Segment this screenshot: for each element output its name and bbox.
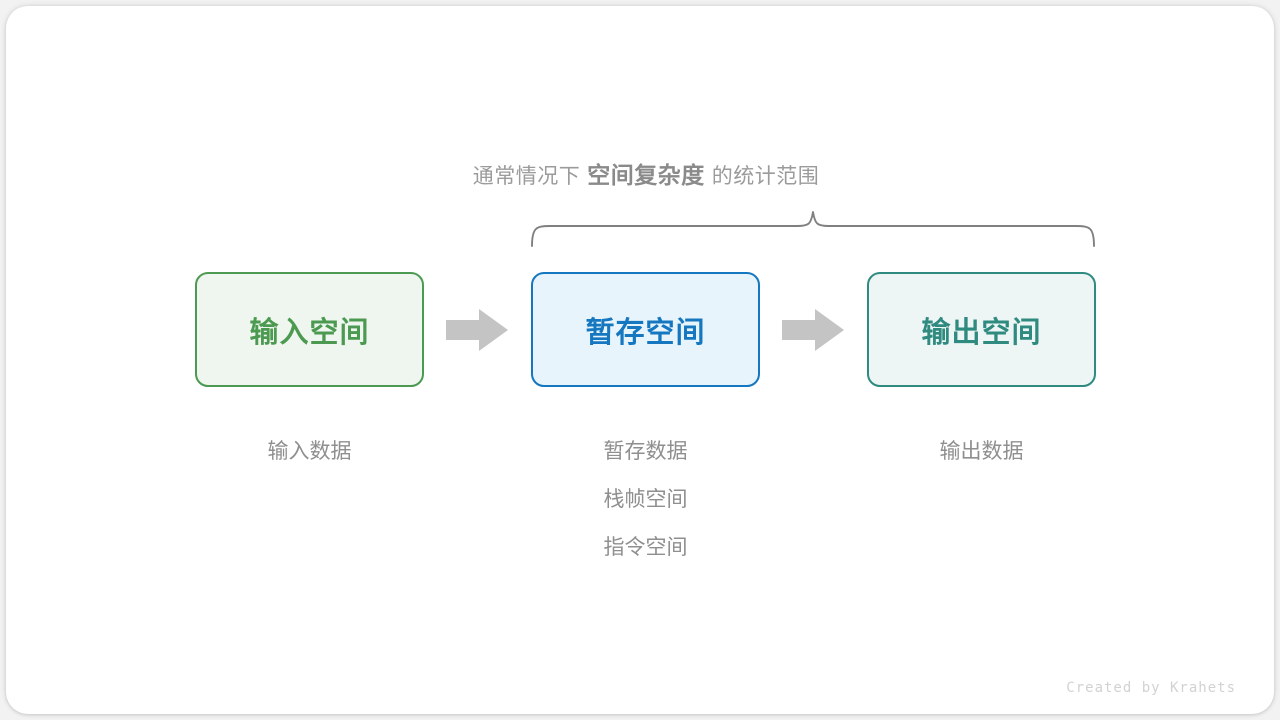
box-temp-space[interactable]: 暂存空间 xyxy=(531,272,760,387)
caption-output-space: 输出数据 xyxy=(867,428,1096,476)
box-output-space-label: 输出空间 xyxy=(921,316,1042,349)
caption-input-space: 输入数据 xyxy=(195,428,424,476)
caption-line: 输入数据 xyxy=(267,440,352,463)
curly-brace-icon xyxy=(531,211,1095,247)
caption-line: 输出数据 xyxy=(939,440,1024,463)
box-temp-space-label: 暂存空间 xyxy=(585,316,706,349)
brace-title: 通常情况下空间复杂度的统计范围 xyxy=(6,156,1280,190)
box-input-space[interactable]: 输入空间 xyxy=(195,272,424,387)
brace-title-suffix: 的统计范围 xyxy=(711,165,820,188)
caption-line: 指令空间 xyxy=(603,536,688,559)
caption-temp-space: 暂存数据 栈帧空间 指令空间 xyxy=(531,428,760,572)
brace-title-emphasis: 空间复杂度 xyxy=(587,162,705,188)
arrow-right-icon xyxy=(446,309,508,351)
watermark-credit: Created by Krahets xyxy=(1066,680,1236,696)
diagram-card: 通常情况下空间复杂度的统计范围 输入空间 暂存空间 输出空间 输入数据 暂存数据 xyxy=(6,6,1274,714)
caption-line: 暂存数据 xyxy=(603,440,688,463)
box-input-space-label: 输入空间 xyxy=(249,316,370,349)
brace-title-prefix: 通常情况下 xyxy=(472,165,581,188)
caption-line: 栈帧空间 xyxy=(603,488,688,511)
arrow-right-icon xyxy=(782,309,844,351)
box-output-space[interactable]: 输出空间 xyxy=(867,272,1096,387)
